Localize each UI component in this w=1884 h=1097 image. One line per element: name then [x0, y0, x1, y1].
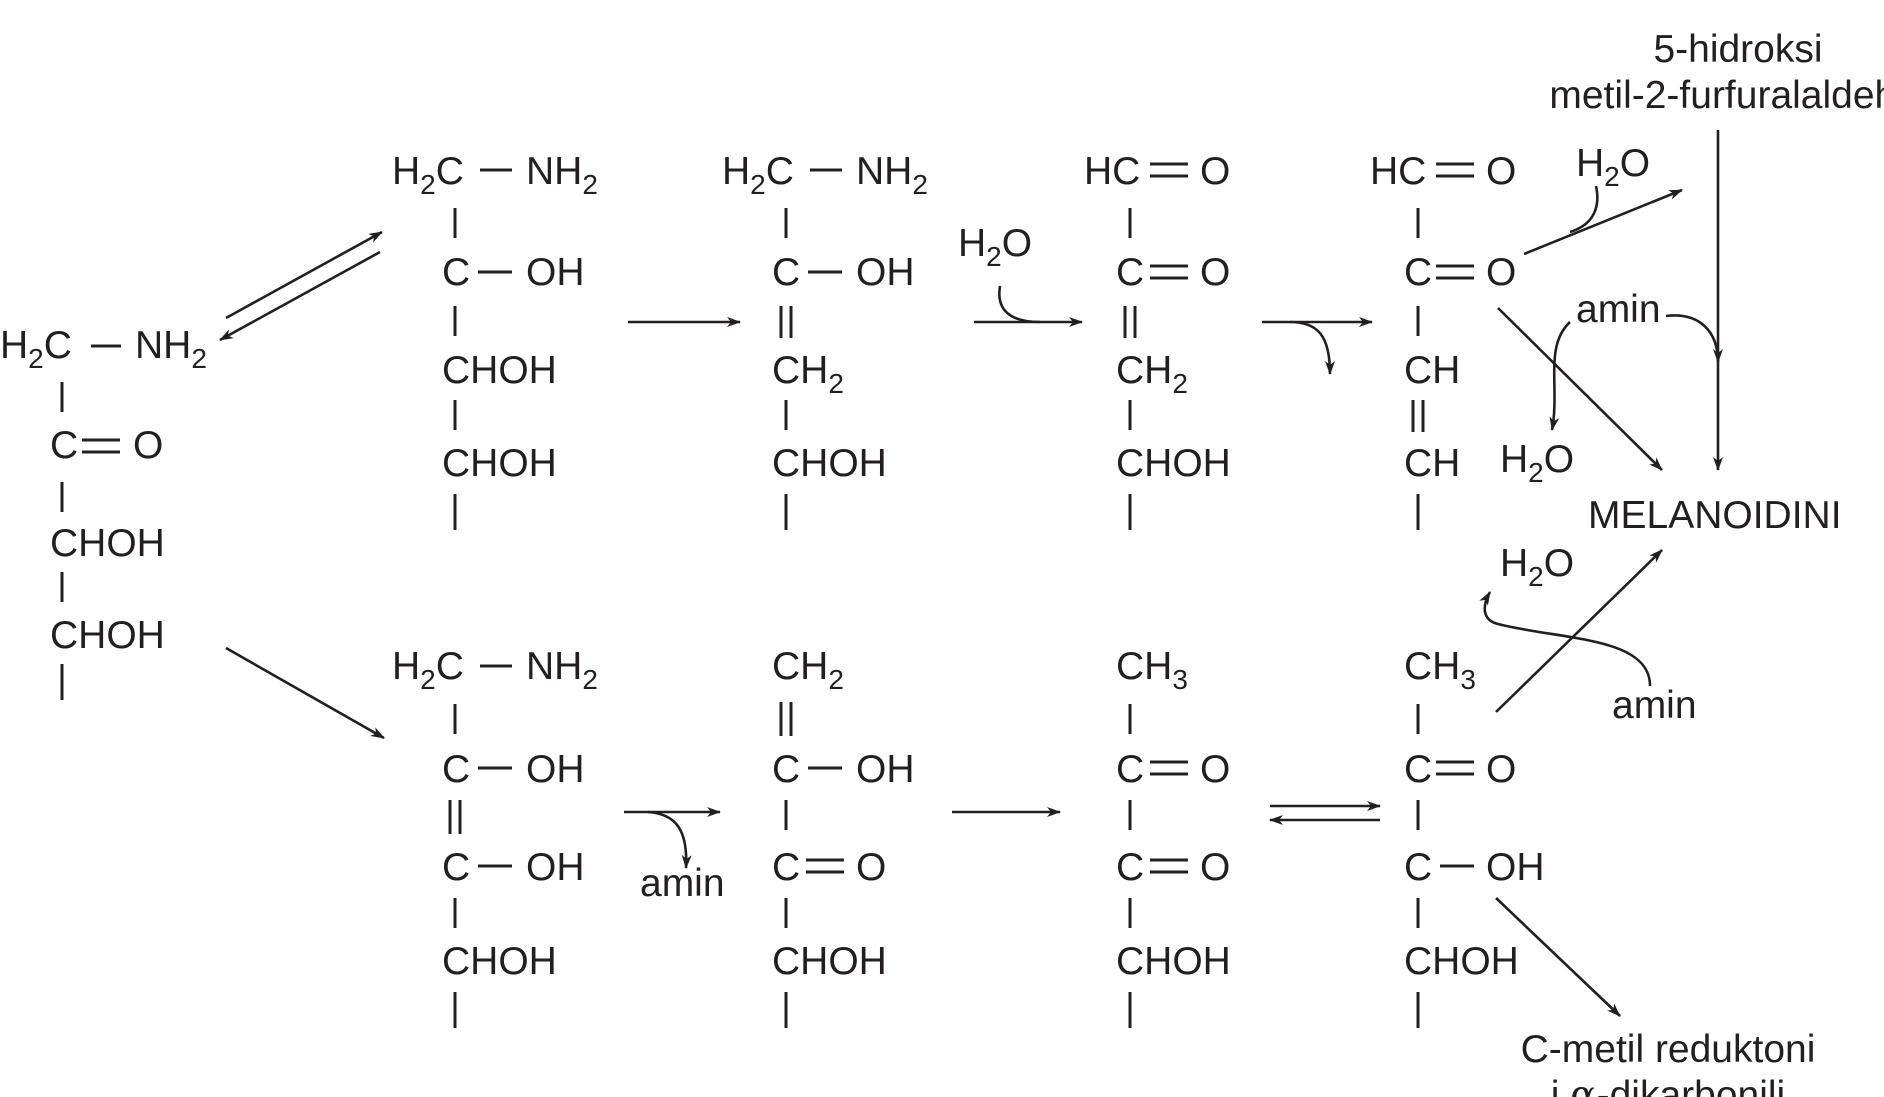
choh: CHOH: [772, 940, 887, 983]
methine-1: CH: [1404, 349, 1460, 392]
choh: CHOH: [1116, 442, 1231, 485]
amine-water-exchange-curve: [1479, 591, 1652, 687]
choh: CHOH: [442, 940, 557, 983]
lower-compound-3: CH3 C O C O CHOH: [1116, 645, 1231, 1028]
hydroxyl-group: OH: [856, 748, 915, 791]
keto-oxygen: O: [1486, 251, 1516, 294]
methylene-group: CH2: [772, 349, 844, 399]
start-carbonyl-oxygen: O: [133, 424, 163, 467]
aldehyde-carbon: HC: [1084, 150, 1140, 193]
methylene-group: CH2: [772, 645, 844, 695]
keto-oxygen-2: O: [1200, 846, 1230, 889]
choh-2: CHOH: [442, 442, 557, 485]
keto-oxygen-1: O: [1200, 748, 1230, 791]
ch2-group: H2C: [392, 150, 464, 200]
aldehyde-oxygen: O: [1200, 150, 1230, 193]
water-label: H2O: [1500, 438, 1574, 488]
reductones-label-line-1: C-metil reduktoni: [1521, 1028, 1816, 1071]
water-label: H2O: [958, 222, 1032, 272]
keto-carbon-2: C: [1116, 846, 1144, 889]
hydroxyl-group: OH: [526, 251, 585, 294]
hydroxyl-group-2: OH: [526, 846, 585, 889]
start-choh-1: CHOH: [50, 522, 165, 565]
hydroxyl-group: OH: [1486, 846, 1545, 889]
reaction-arrow: [1495, 549, 1663, 713]
lower-compound-2: CH2 C OH C O CHOH: [772, 645, 915, 1028]
enediol-carbon-2: C: [442, 846, 470, 889]
keto-carbon: C: [772, 846, 800, 889]
choh: CHOH: [1116, 940, 1231, 983]
start-carbonyl-carbon: C: [50, 424, 78, 467]
hydroxyl-group-1: OH: [526, 748, 585, 791]
reaction-arrow: [1523, 188, 1683, 256]
reaction-arrow: [1497, 307, 1663, 471]
water-release-curve: [1549, 321, 1571, 431]
methyl-group: CH3: [1116, 645, 1188, 695]
ch2-group: H2C: [722, 150, 794, 200]
water-release-curve: [1569, 185, 1599, 234]
upper-compound-2: H2C NH2 C OH CH2 CHOH: [722, 150, 928, 530]
upper-compound-1: H2C NH2 C OH CHOH CHOH: [392, 150, 598, 530]
keto-carbon: C: [1116, 251, 1144, 294]
choh: CHOH: [1404, 940, 1519, 983]
amino-group: NH2: [856, 150, 928, 200]
elimination-curve: [1289, 320, 1335, 375]
enol-carbon: C: [772, 251, 800, 294]
methyl-group: CH3: [1404, 645, 1476, 695]
hmf-label-line-2: metil-2-furfuralaldehid: [1549, 74, 1884, 117]
enediol-carbon-1: C: [442, 748, 470, 791]
methylene-group: CH2: [1116, 349, 1188, 399]
aldehyde-carbon: HC: [1370, 150, 1426, 193]
keto-carbon-1: C: [1116, 748, 1144, 791]
amino-group: NH2: [526, 645, 598, 695]
amine-entry-curve: [1665, 314, 1723, 363]
amine-label: amin: [640, 862, 725, 905]
lower-compound-1: H2C NH2 C OH C OH CHOH: [392, 645, 598, 1028]
ch2-group: H2C: [392, 645, 464, 695]
equilibrium-arrow-forward: [225, 230, 383, 320]
choh: CHOH: [772, 442, 887, 485]
reaction-arrow: [225, 646, 385, 740]
equilibrium-arrow-reverse: [219, 250, 381, 342]
water-label: H2O: [1500, 542, 1574, 592]
hydroxy-carbon: C: [1404, 846, 1432, 889]
upper-compound-4: HC O C O CH CH: [1370, 150, 1516, 530]
amine-release-curve: [647, 810, 692, 869]
amine-label: amin: [1576, 288, 1661, 331]
keto-oxygen: O: [856, 846, 886, 889]
enol-carbon: C: [772, 748, 800, 791]
start-choh-2: CHOH: [50, 614, 165, 657]
water-label: H2O: [1576, 142, 1650, 192]
methine-2: CH: [1404, 442, 1460, 485]
keto-carbon: C: [1404, 748, 1432, 791]
aldehyde-oxygen: O: [1486, 150, 1516, 193]
hmf-label-line-1: 5-hidroksi: [1653, 28, 1822, 71]
hydroxyl-group: OH: [856, 251, 915, 294]
start-amino-group: NH2: [135, 324, 207, 374]
keto-carbon: C: [1404, 251, 1432, 294]
amine-label: amin: [1612, 684, 1697, 727]
keto-oxygen: O: [1486, 748, 1516, 791]
reductones-label-line-2: i α-dikarbonili: [1551, 1073, 1785, 1097]
amino-group: NH2: [526, 150, 598, 200]
water-entry-curve: [998, 285, 1041, 324]
start-ch2-group: H2C: [0, 324, 72, 374]
lower-compound-4: CH3 C O C OH CHOH: [1404, 645, 1545, 1028]
choh-1: CHOH: [442, 349, 557, 392]
keto-oxygen: O: [1200, 251, 1230, 294]
reaction-arrow: [1495, 897, 1621, 1017]
melanoidins-label: MELANOIDINI: [1588, 494, 1842, 537]
start-compound: H2C NH2 C O CHOH CHOH: [0, 324, 207, 700]
upper-compound-3: HC O C O CH2 CHOH: [1084, 150, 1231, 530]
enol-carbon: C: [442, 251, 470, 294]
